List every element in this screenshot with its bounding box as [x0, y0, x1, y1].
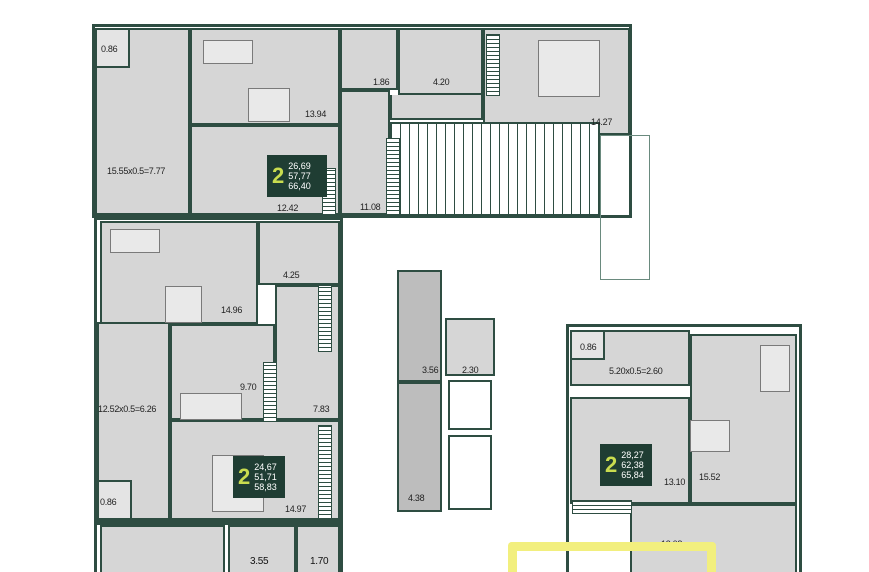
sofa: [110, 229, 160, 253]
a3-storage: [570, 330, 605, 360]
elevator: [448, 380, 492, 430]
apartment-4-outline[interactable]: [94, 522, 343, 572]
room-area-label: 4.20: [433, 77, 450, 87]
room-area-label: 2.30: [462, 365, 479, 375]
sofa: [203, 40, 253, 64]
a4-bedroom: [100, 525, 225, 572]
wardrobe: [572, 500, 632, 514]
apartment-2-outline[interactable]: [94, 217, 343, 523]
living-area: 24,67: [254, 462, 277, 472]
room-area-label: 0.86: [580, 342, 597, 352]
room-area-label: 13.10: [664, 477, 686, 487]
bed: [538, 40, 600, 97]
a1-bath: [398, 28, 483, 95]
room-area-label: 4.25: [283, 270, 300, 280]
selection-highlight: [508, 542, 716, 572]
a1-hall-ext: [390, 95, 483, 120]
room-area-label: 3.55: [250, 556, 269, 567]
area-with-balcony: 65,84: [621, 470, 644, 480]
room-area-label: 7.83: [313, 404, 330, 414]
room-area-label: 1.70: [310, 556, 329, 567]
staircase: [390, 122, 600, 216]
rooms-count: 2: [238, 464, 251, 489]
living-area: 26,69: [288, 161, 311, 171]
dining-table: [248, 88, 290, 122]
room-area-label: 1.86: [373, 77, 390, 87]
wardrobe: [318, 285, 332, 352]
rooms-count: 2: [272, 163, 285, 188]
shaft-divider: [397, 380, 442, 384]
total-area: 51,71: [254, 472, 277, 482]
wardrobe: [263, 362, 277, 422]
total-area: 62,38: [621, 460, 644, 470]
elevator: [448, 435, 492, 510]
room-area-label: 4.38: [408, 493, 425, 503]
rooms-count: 2: [605, 452, 618, 477]
room-area-label: 11.08: [360, 202, 381, 212]
room-area-label: 15.55x0.5=7.77: [107, 166, 166, 176]
room-area-label: 12.42: [277, 203, 299, 213]
a1-hall: [340, 90, 390, 215]
a1-balcony-right: [600, 135, 650, 280]
sofa: [760, 345, 790, 392]
core-room: [445, 318, 495, 376]
area-with-balcony: 66,40: [288, 181, 311, 191]
dining-table: [165, 286, 202, 323]
dining-table: [690, 420, 730, 452]
room-area-label: 3.56: [422, 365, 439, 375]
room-area-label: 14.27: [591, 117, 613, 127]
room-area-label: 9.70: [240, 382, 257, 392]
a4-bath: [228, 525, 296, 572]
a2-bath: [258, 221, 340, 285]
bed: [180, 393, 242, 420]
a4-wc: [296, 525, 340, 572]
wardrobe: [386, 138, 400, 215]
a1-wc: [340, 28, 398, 90]
a1-storage: [95, 28, 130, 68]
wardrobe: [486, 34, 500, 96]
room-area-label: 15.52: [699, 472, 721, 482]
room-area-label: 0.86: [101, 44, 118, 54]
room-area-label: 13.94: [305, 109, 327, 119]
core-shaft: [397, 270, 442, 512]
living-area: 28,27: [621, 450, 644, 460]
room-area-label: 0.86: [100, 497, 117, 507]
a1-balcony: [95, 28, 190, 215]
wardrobe: [318, 425, 332, 519]
room-area-label: 14.96: [221, 305, 243, 315]
room-area-label: 12.52x0.5=6.26: [98, 404, 157, 414]
area-with-balcony: 58,83: [254, 482, 277, 492]
total-area: 57,77: [288, 171, 311, 181]
a2-storage: [97, 480, 132, 520]
apartment-3-outline[interactable]: [566, 324, 802, 572]
room-area-label: 5.20x0.5=2.60: [609, 366, 663, 376]
apartment-1-outline[interactable]: [92, 24, 632, 218]
room-area-label: 14.97: [285, 504, 307, 514]
